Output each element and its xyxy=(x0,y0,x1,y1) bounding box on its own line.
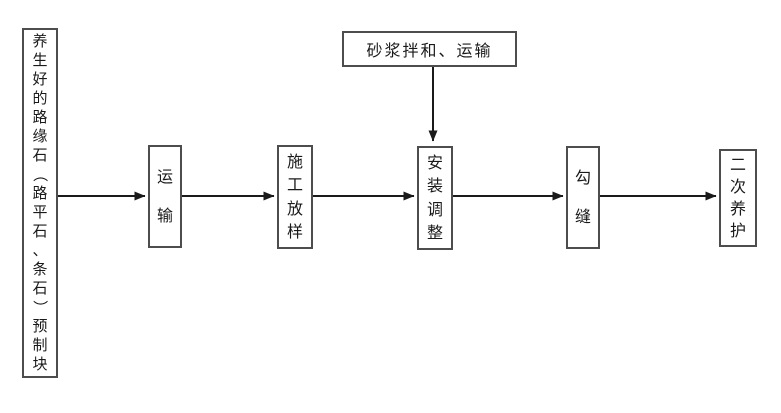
mortar-box-label: 砂浆拌和、运输 xyxy=(366,41,493,60)
mortar-box: 砂浆拌和、运输 xyxy=(342,31,517,67)
step-box-install-adjust: 安装调整 xyxy=(417,146,453,250)
step-label-secondary-curing: 二次养护 xyxy=(729,155,746,240)
step-label-transport: 运输 xyxy=(156,167,173,225)
step-label-construction-layout: 施工放样 xyxy=(286,152,303,241)
step-box-transport: 运输 xyxy=(148,145,182,248)
step-box-construction-layout: 施工放样 xyxy=(277,145,313,249)
source-box-label: 养生好的路缘石（路平石、条石）预制块 xyxy=(31,32,50,373)
step-box-jointing: 勾缝 xyxy=(566,146,600,249)
source-box: 养生好的路缘石（路平石、条石）预制块 xyxy=(22,28,58,378)
step-label-jointing: 勾缝 xyxy=(574,168,591,226)
step-label-install-adjust: 安装调整 xyxy=(426,153,443,242)
step-box-secondary-curing: 二次养护 xyxy=(719,149,757,247)
